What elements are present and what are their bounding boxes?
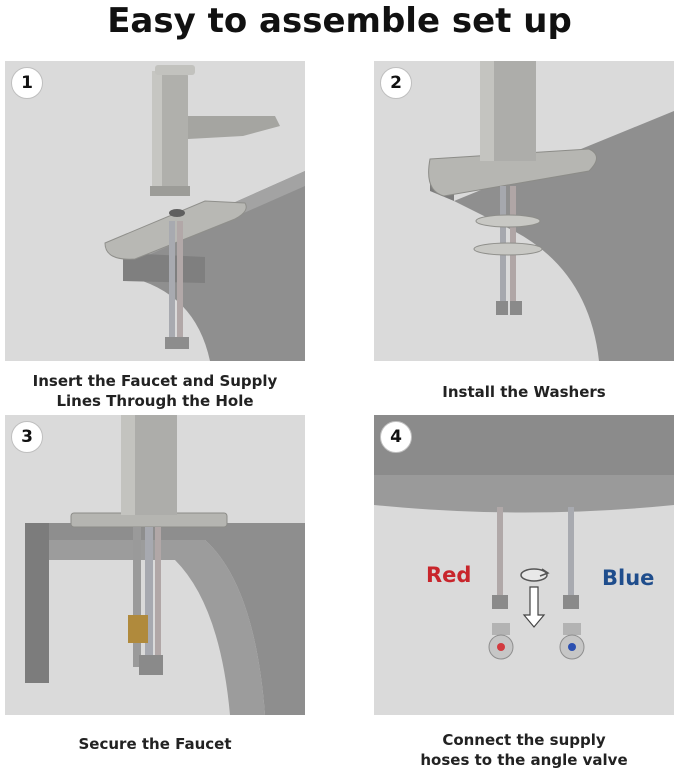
supply-line [169,221,175,339]
supply-line [497,507,503,597]
blue-label: Blue [602,566,655,590]
page-title: Easy to assemble set up [107,1,572,41]
step-3-illustration [25,415,305,715]
deck-plate [428,148,597,197]
washer [473,242,543,256]
step-3-panel: 3 [5,415,305,715]
mounting-nut [128,615,148,643]
step-1-panel: 1 [5,61,305,361]
step-2-number: 2 [380,67,412,99]
deck-plate [104,200,247,260]
supply-line [145,527,153,657]
step-2-illustration [428,61,674,361]
faucet-spout [188,116,280,139]
step-1-illustration [104,65,305,361]
supply-line [155,527,161,657]
step-3-number: 3 [11,421,43,453]
step-2-panel: 2 [374,61,674,361]
red-label: Red [426,563,472,587]
step-2-caption: Install the Washers [442,383,606,401]
step-1-caption: Insert the Faucet and Supply Lines Throu… [32,372,278,410]
step-4-illustration [374,415,674,660]
faucet-handle [155,65,195,75]
sink-basin [454,111,674,361]
sink-basin [25,523,305,715]
angle-valve [559,623,585,660]
deck-plate [70,512,228,528]
threaded-rod [133,527,141,667]
supply-line [177,221,183,339]
step-1-number: 1 [11,67,43,99]
step-4-panel: 4 Red Blue [374,415,674,715]
angle-valve [488,623,514,660]
sink-basin [125,171,305,361]
step-4-number: 4 [380,421,412,453]
rotate-arrow-icon [520,568,550,582]
supply-line [568,507,574,597]
step-3-caption: Secure the Faucet [78,735,232,753]
washer [475,214,541,228]
down-arrow-icon [522,586,546,628]
step-4-caption: Connect the supply hoses to the angle va… [420,731,628,769]
